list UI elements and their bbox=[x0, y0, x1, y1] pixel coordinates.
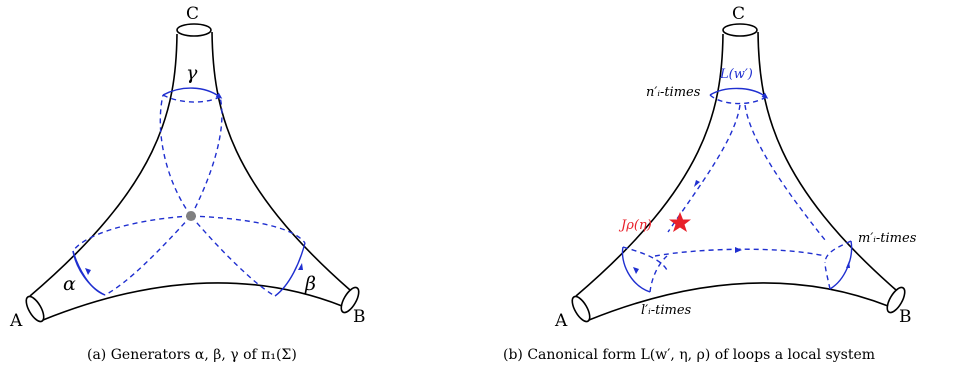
left-vertex-b: B bbox=[353, 307, 366, 327]
right-caption: (b) Canonical form L(w′, η, ρ) of loops … bbox=[503, 347, 875, 363]
j-rho-label: Jρ(η) bbox=[618, 218, 652, 233]
left-vertex-a: A bbox=[9, 311, 23, 331]
left-caption: (a) Generators α, β, γ of π₁(Σ) bbox=[87, 347, 297, 363]
right-vertex-b: B bbox=[899, 307, 912, 327]
base-point bbox=[186, 211, 196, 221]
right-panel: C A B L(w′) n′ᵢ-times m′ᵢ-times l′ᵢ-time… bbox=[503, 4, 917, 363]
m-times-label: m′ᵢ-times bbox=[858, 231, 917, 246]
star-icon bbox=[669, 212, 691, 232]
right-surface-outline bbox=[571, 23, 906, 323]
gamma-label: γ bbox=[186, 62, 198, 84]
beta-label: β bbox=[304, 273, 316, 295]
l-times-label: l′ᵢ-times bbox=[641, 303, 692, 318]
n-times-label: n′ᵢ-times bbox=[646, 85, 701, 100]
loop-label: L(w′) bbox=[719, 67, 753, 82]
left-generator-loops bbox=[72, 87, 306, 297]
alpha-label: α bbox=[63, 273, 76, 295]
left-panel: C A B γ α β (a) Generators α, β, γ of π₁… bbox=[9, 4, 366, 363]
right-vertex-c: C bbox=[732, 4, 745, 24]
right-canonical-loops bbox=[621, 87, 853, 293]
right-vertex-a: A bbox=[554, 311, 568, 331]
left-vertex-c: C bbox=[186, 4, 199, 24]
